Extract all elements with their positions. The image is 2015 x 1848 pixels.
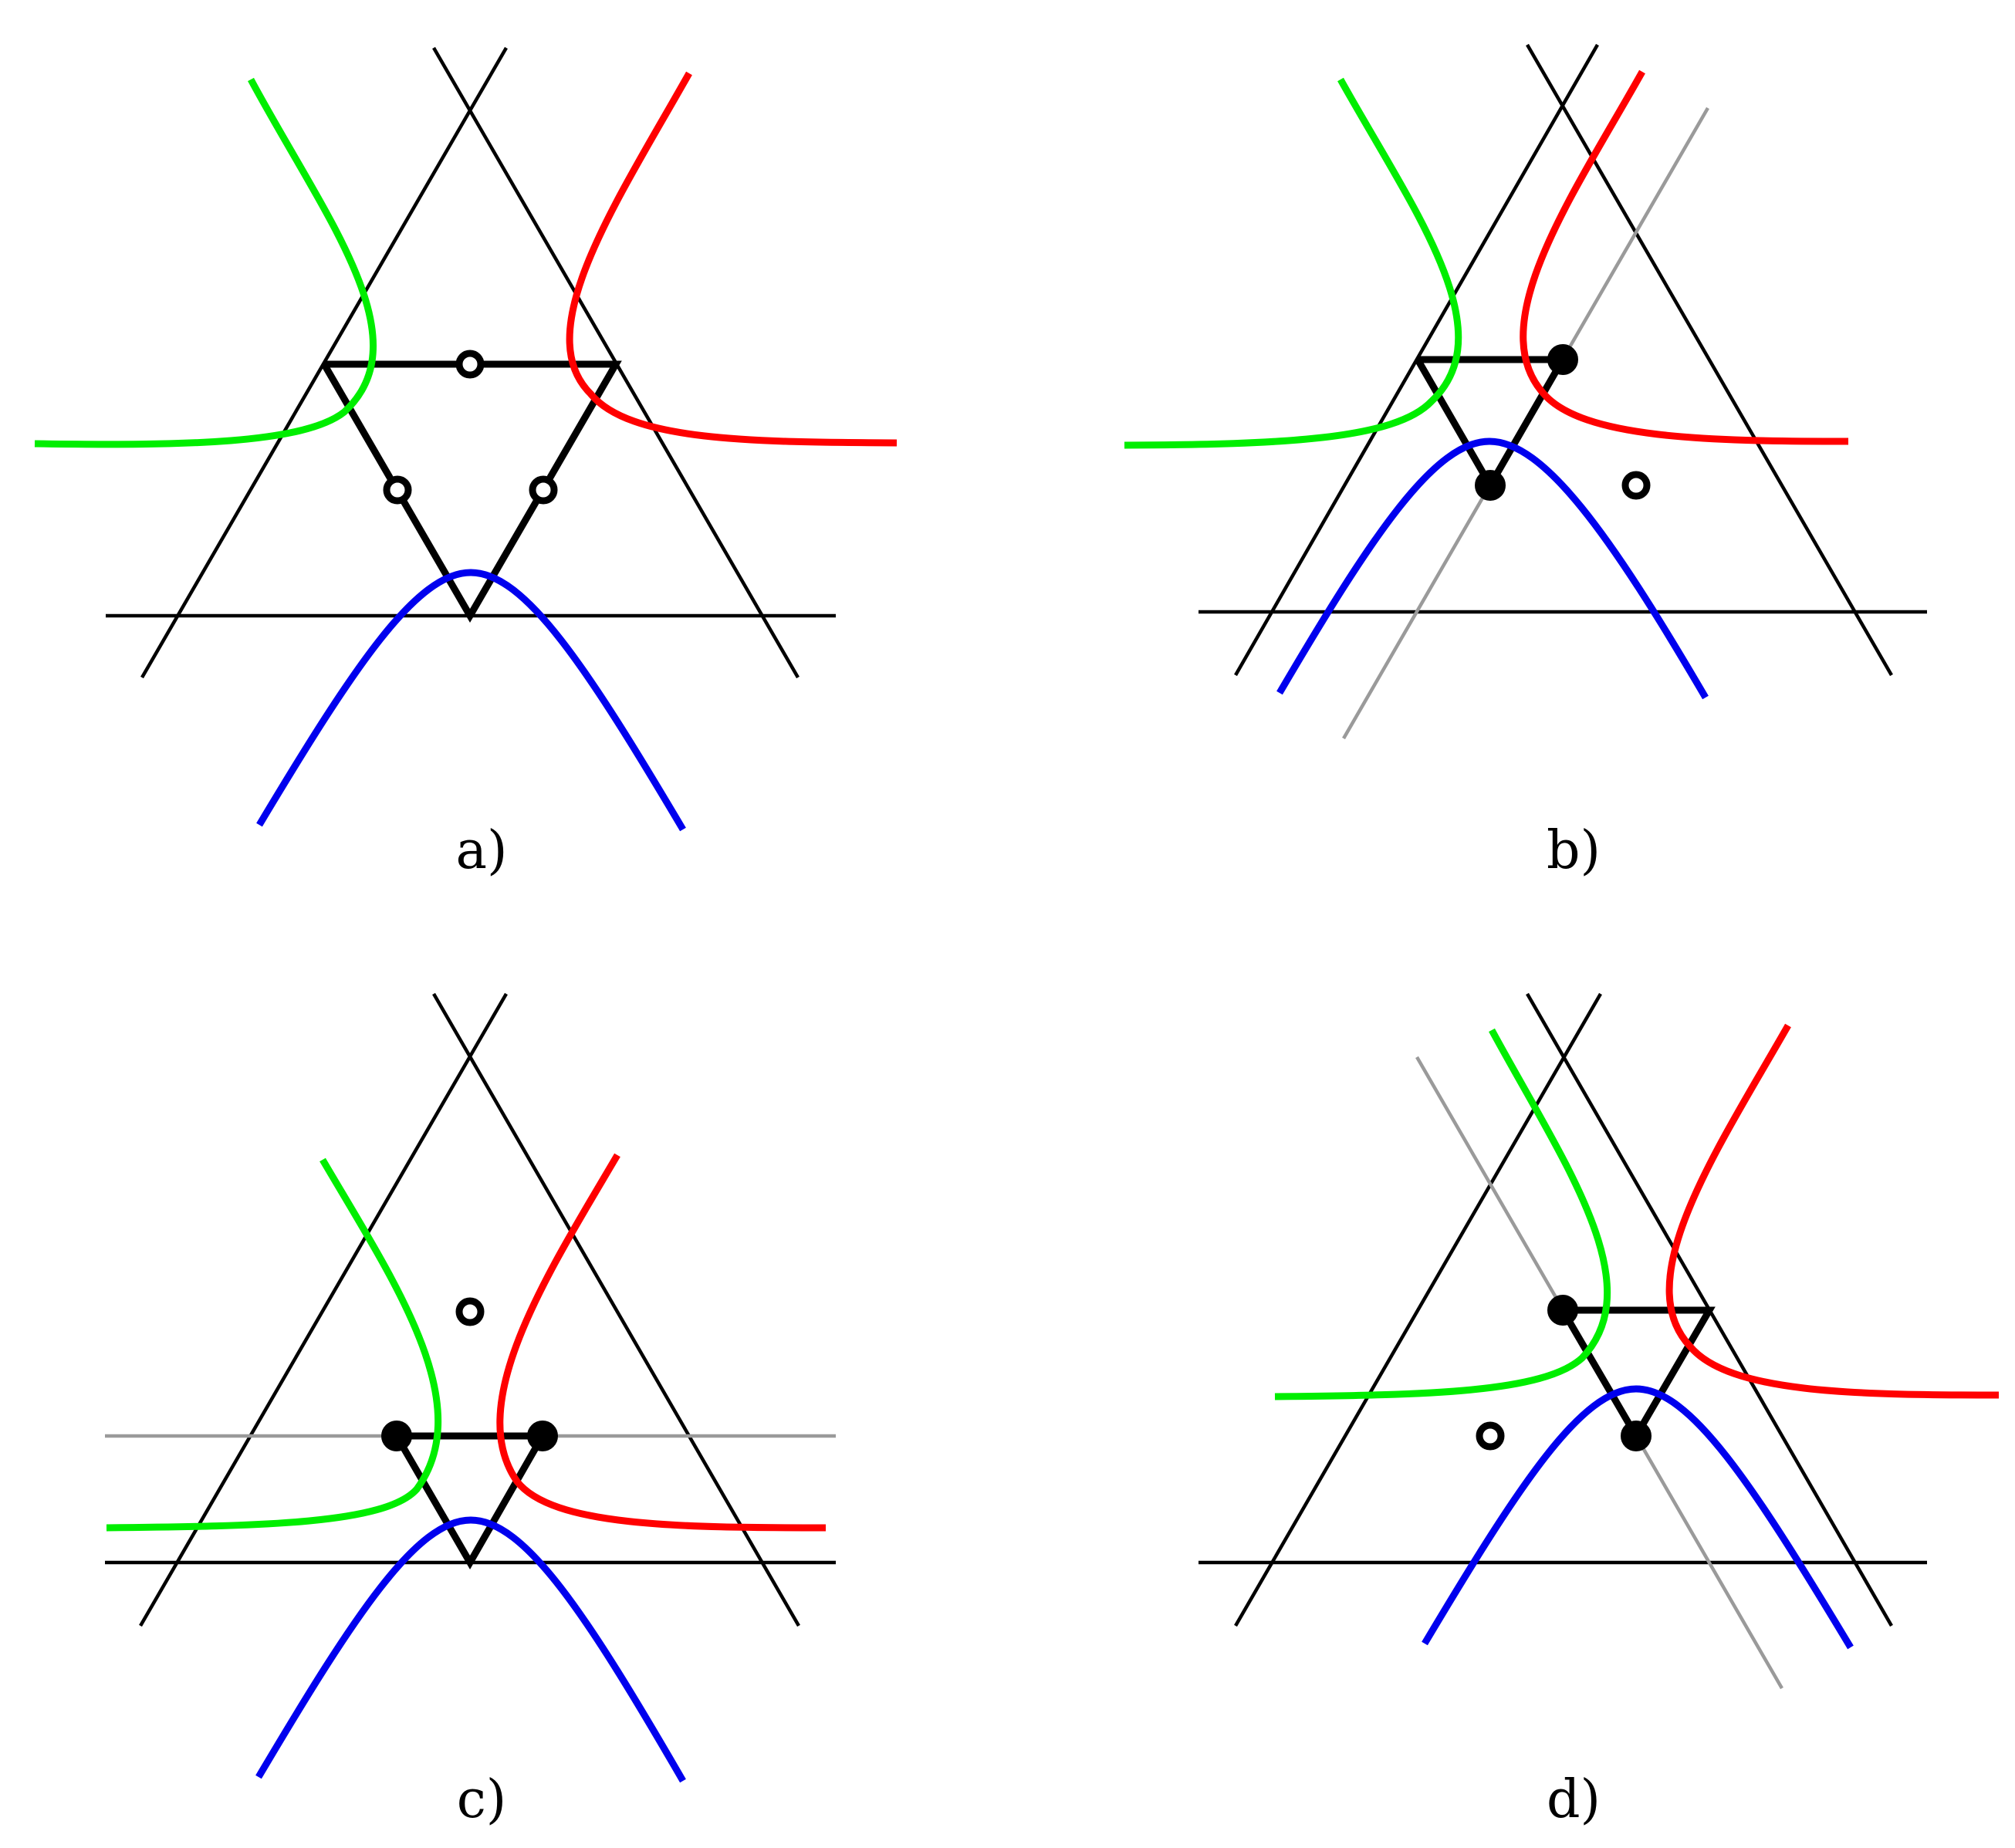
open-vertex-marker [1476, 1421, 1505, 1451]
panel-c: c) [105, 992, 836, 1830]
green-curve [1124, 77, 1462, 449]
open-vertex-marker [1621, 471, 1651, 500]
left-slanted-line [1234, 43, 1599, 677]
right-slanted-line [432, 992, 800, 1627]
left-slanted-line [139, 992, 508, 1627]
blue-curve [1276, 438, 1709, 700]
panel-caption: d) [1547, 1769, 1601, 1830]
red-curve [496, 1153, 827, 1532]
blue-curve [256, 569, 686, 832]
red-curve [1520, 69, 1849, 445]
panel-caption: b) [1547, 820, 1601, 881]
green-curve [106, 1157, 442, 1532]
panel-d: d) [1199, 992, 2000, 1830]
red-curve [1665, 1023, 2000, 1399]
solid-vertex-marker [1547, 344, 1578, 375]
small-triangle [1560, 1306, 1716, 1443]
green-curve [34, 77, 377, 448]
open-vertex-marker [529, 475, 558, 505]
blue-curve [255, 1516, 686, 1783]
small-triangle [321, 360, 622, 623]
green-curve [1274, 1028, 1611, 1400]
solid-vertex-marker [381, 1421, 412, 1451]
solid-vertex-marker [1621, 1421, 1652, 1451]
small-triangle [1415, 356, 1569, 493]
small-triangle [394, 1432, 549, 1570]
panel-caption: c) [457, 1769, 507, 1830]
right-slanted-line [1526, 43, 1893, 677]
panel-a: a) [34, 46, 898, 881]
open-vertex-marker [455, 1297, 485, 1326]
panel-caption: a) [455, 820, 507, 881]
solid-vertex-marker [1475, 470, 1506, 501]
panel-b: b) [1124, 43, 1927, 881]
solid-vertex-marker [1547, 1295, 1578, 1326]
left-slanted-line [1234, 992, 1602, 1627]
open-vertex-marker [383, 475, 412, 505]
blue-curve [1422, 1385, 1854, 1650]
solid-vertex-marker [527, 1421, 558, 1451]
open-vertex-marker [455, 350, 485, 379]
red-curve [566, 71, 898, 447]
